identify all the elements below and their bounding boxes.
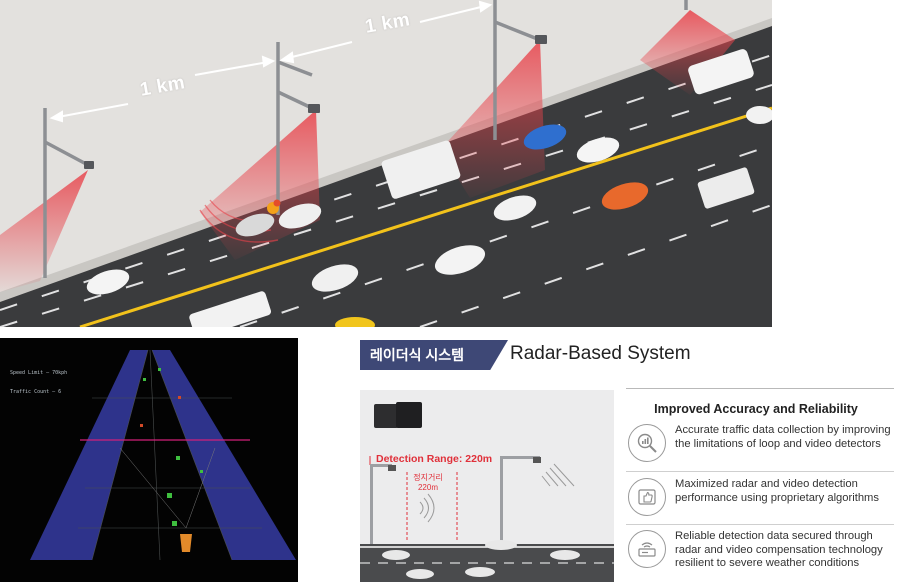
detection-range-label: Detection Range: 220m — [376, 453, 493, 465]
radar-lane-view — [0, 338, 298, 582]
feature-item: Maximized radar and video detection perf… — [626, 478, 894, 534]
feature-text: Maximized radar and video detection perf… — [675, 478, 879, 504]
divider — [626, 524, 894, 525]
center-line — [79, 106, 772, 327]
vehicles — [86, 49, 772, 327]
highway-illustration: 1 km 1 km — [0, 0, 772, 327]
section-title-korean: 레이더식 시스템 — [370, 347, 465, 363]
radar-monitor-screen: Speed Limit — 70kph Traffic Count — 6 — [0, 338, 298, 582]
speed-limit-readout: Speed Limit — 70kph — [10, 370, 68, 376]
feature-item: Reliable detection data secured through … — [626, 530, 894, 586]
stopping-distance-korean: 정지거리 — [413, 473, 443, 482]
traffic-count-readout: Traffic Count — 6 — [10, 389, 62, 395]
magnifier-chart-icon — [628, 424, 666, 462]
detection-diagram-art — [360, 390, 614, 582]
radar-device-icon — [628, 530, 666, 568]
radar-detection-diagram: Detection Range: 220m 정지거리 220m — [360, 390, 614, 582]
radar-device — [374, 404, 398, 428]
section-title-tag: 레이더식 시스템 — [360, 340, 508, 370]
feature-list-heading: Improved Accuracy and Reliability — [654, 402, 858, 416]
feature-item: Accurate traffic data collection by impr… — [626, 424, 894, 480]
radar-beam — [640, 10, 735, 95]
divider — [626, 471, 894, 472]
thumbs-up-icon — [628, 478, 666, 516]
stopping-distance-label: 정지거리 220m — [408, 473, 448, 493]
stopping-distance-value: 220m — [417, 483, 438, 492]
highway-scene — [0, 0, 772, 327]
radar-device — [396, 402, 422, 428]
radar-beam — [440, 40, 545, 198]
feature-text: Accurate traffic data collection by impr… — [675, 424, 891, 450]
feature-text: Reliable detection data secured through … — [675, 530, 883, 569]
radar-pole — [43, 0, 688, 278]
section-title-english: Radar-Based System — [510, 343, 691, 364]
divider — [626, 388, 894, 389]
